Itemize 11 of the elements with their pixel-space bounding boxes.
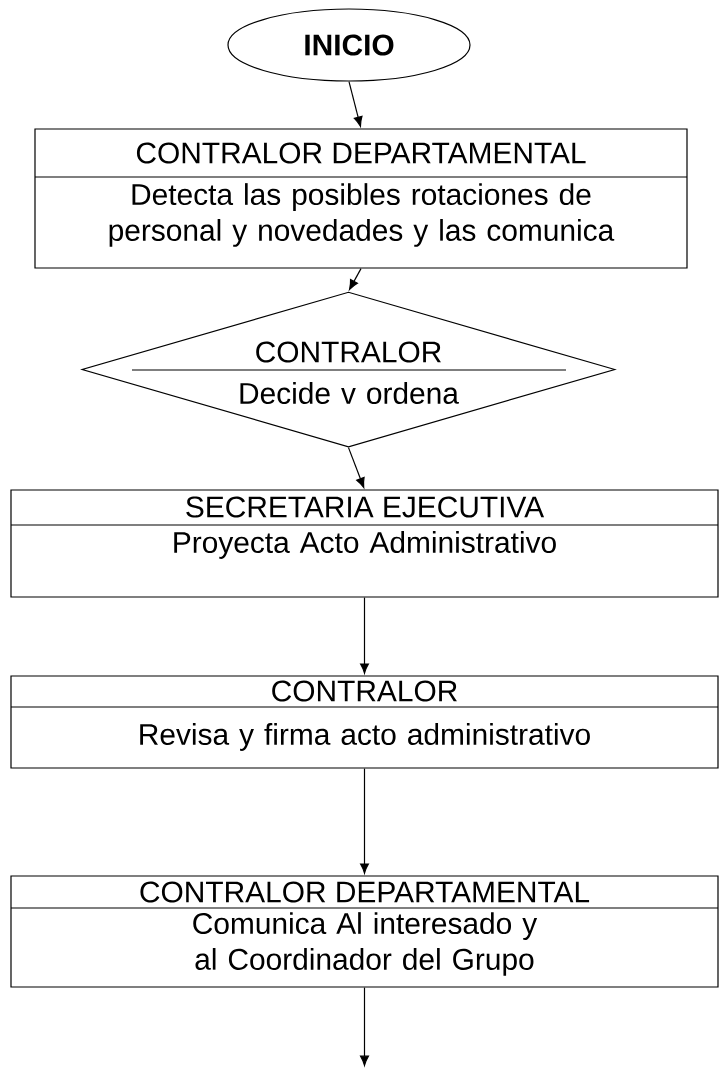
arrow [360, 768, 369, 874]
arrow [348, 268, 362, 291]
process-box: SECRETARIA EJECUTIVA Proyecta Acto Administrativo [10, 489, 719, 598]
arrow [360, 597, 369, 674]
process-box: CONTRALOR DEPARTAMENTAL Comunica Al interesado y al Coordinador del Grupo [10, 875, 719, 988]
start-terminal: INICIO [227, 8, 471, 82]
process-box: CONTRALOR Revisa y firma acto administrativo [10, 675, 719, 769]
process-box: CONTRALOR DEPARTAMENTAL Detecta las posibles rotaciones de personal y novedades y las comunica [34, 128, 688, 269]
arrow [347, 447, 365, 488]
arrow [348, 81, 363, 127]
arrow [360, 987, 369, 1066]
